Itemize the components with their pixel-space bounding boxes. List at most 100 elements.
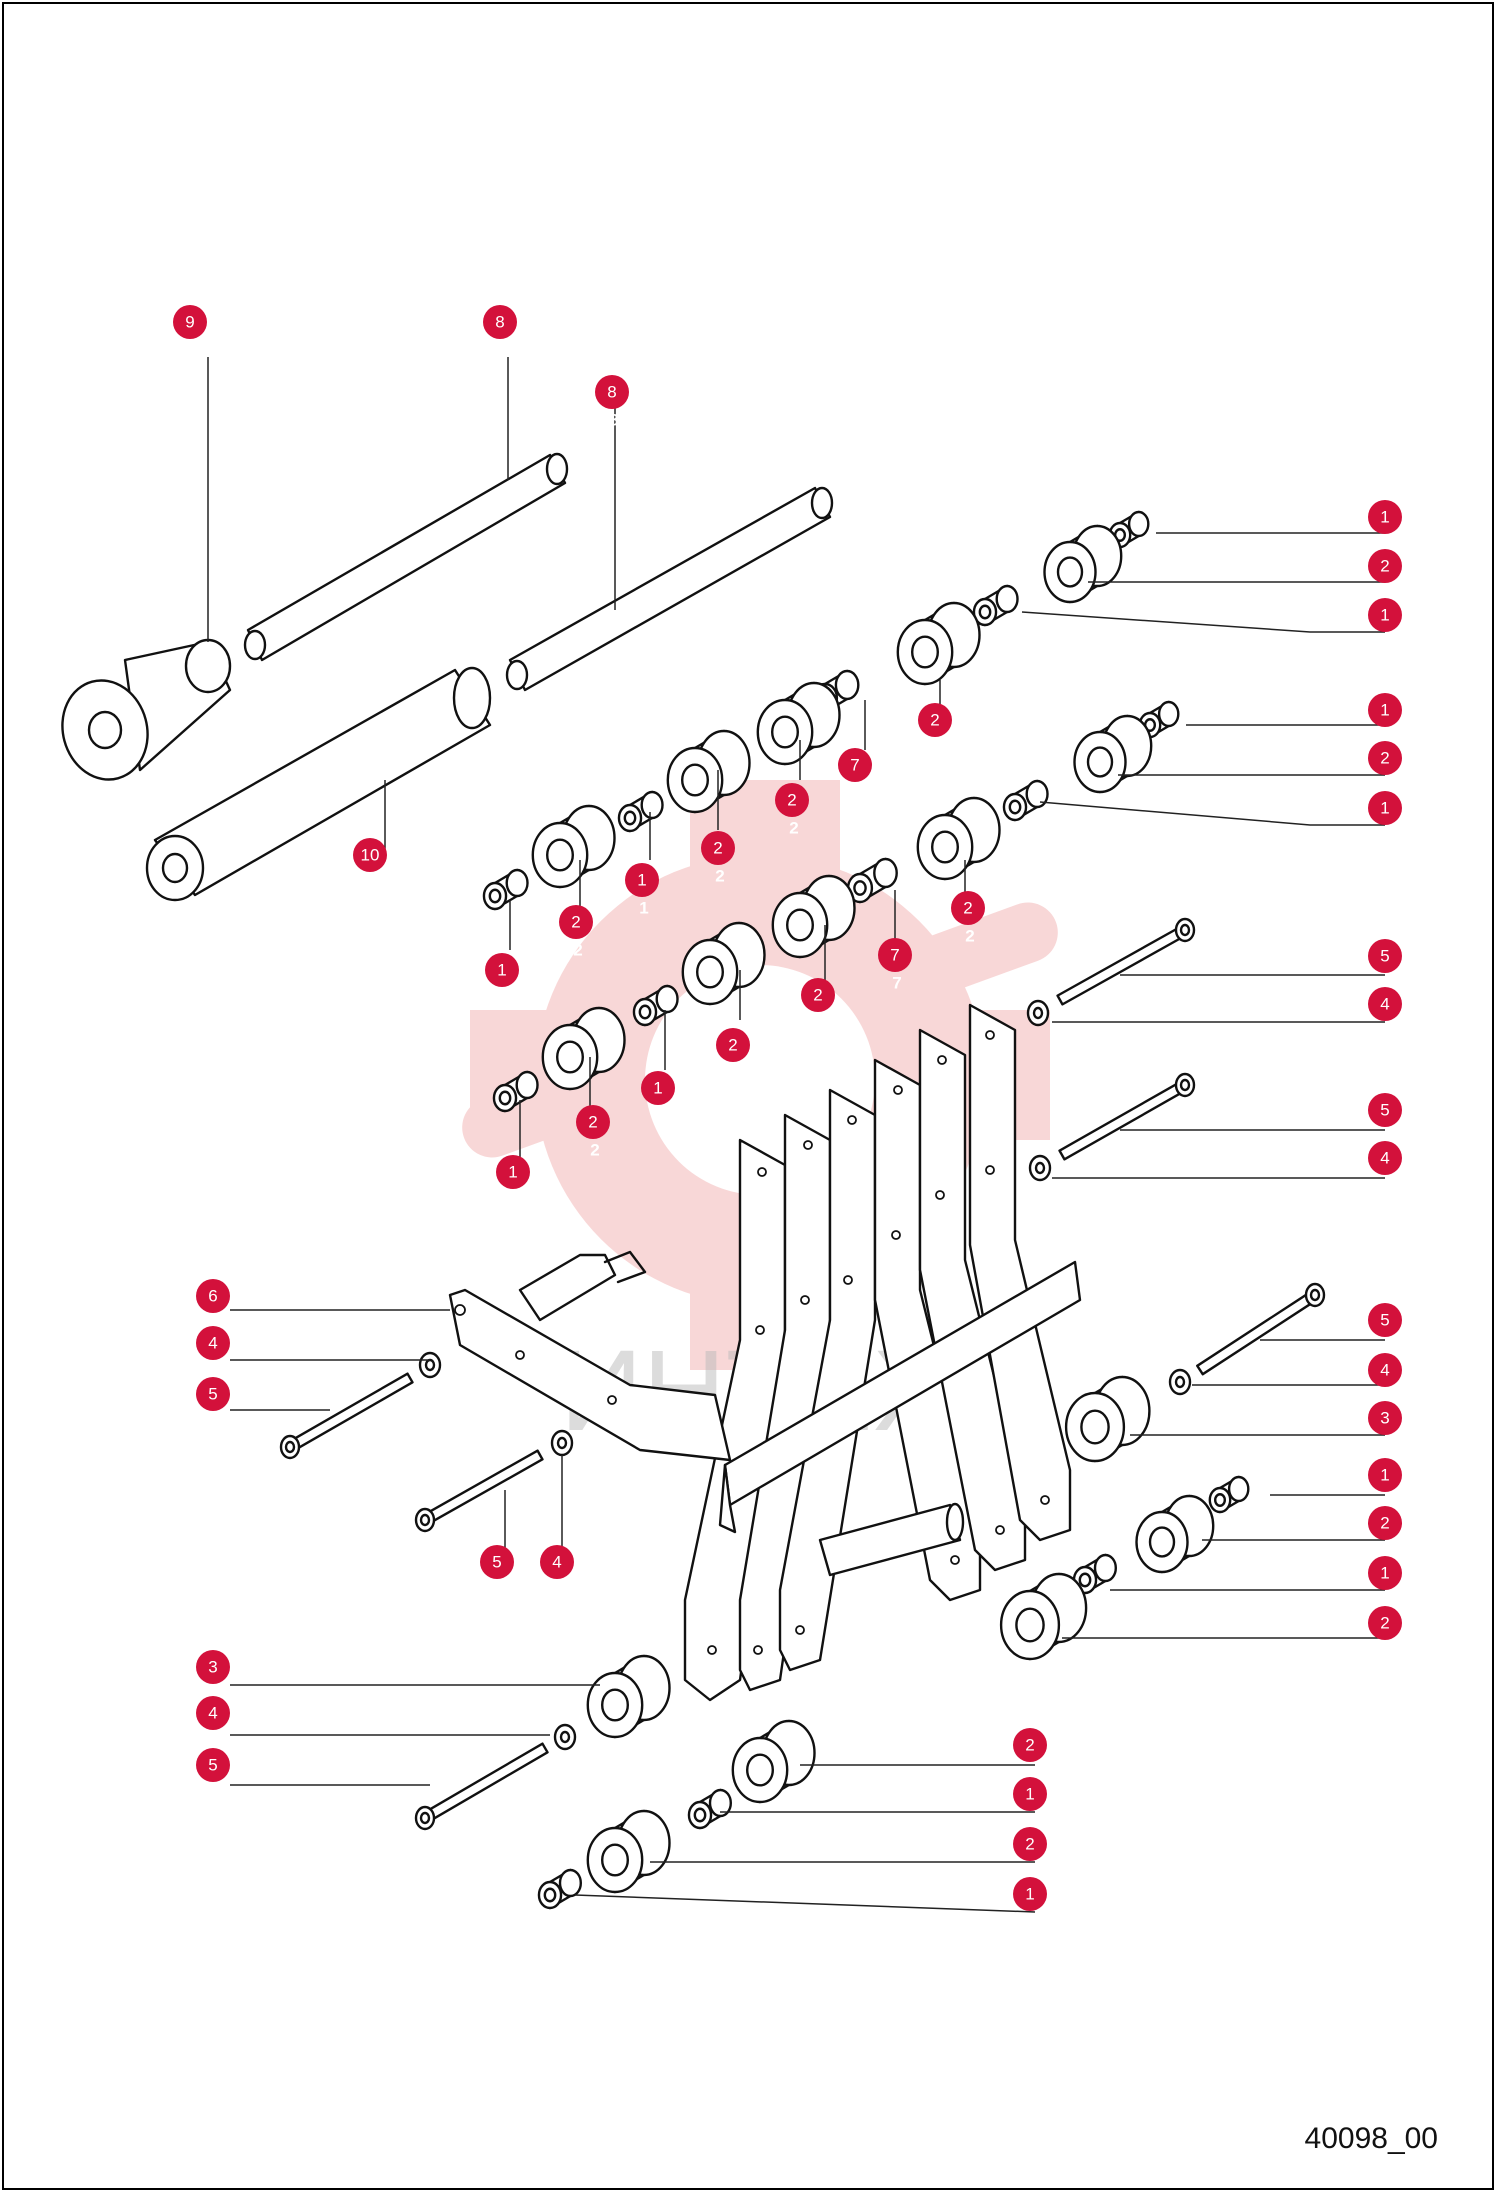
callout-3: 33 [1368, 1401, 1402, 1456]
callout-shadow-number: 1 [1382, 1494, 1391, 1513]
callout-number: 1 [1380, 606, 1389, 625]
callout-number: 1 [1380, 1466, 1389, 1485]
callout-shadow-number: 1 [1382, 1592, 1391, 1611]
callout-number: 1 [637, 871, 646, 890]
callout-number: 2 [1380, 1614, 1389, 1633]
callout-shadow-number: 5 [1382, 1129, 1391, 1148]
bushing [1073, 714, 1153, 794]
washer [1026, 999, 1050, 1027]
callout-1: 11 [485, 953, 519, 1008]
callout-1: 11 [641, 1071, 675, 1126]
callout-2: 22 [801, 978, 835, 1033]
callout-shadow-number: 8 [497, 341, 506, 360]
callout-number: 5 [1380, 1311, 1389, 1330]
callout-shadow-number: 2 [730, 1064, 739, 1083]
callout-number: 1 [1380, 799, 1389, 818]
callout-shadow-number: 4 [210, 1362, 220, 1381]
bushing [1108, 510, 1150, 549]
callout-shadow-number: 2 [573, 941, 582, 960]
callout-shadow-number: 4 [554, 1581, 564, 1600]
callout-number: 2 [1025, 1736, 1034, 1755]
bushing [1043, 524, 1123, 604]
callout-4: 44 [1368, 1141, 1402, 1196]
callout-number: 2 [787, 791, 796, 810]
callout-shadow-number: 1 [655, 1107, 664, 1126]
bushing [531, 804, 616, 889]
callout-shadow-number: 4 [1382, 1023, 1392, 1042]
bushing [666, 729, 751, 814]
bushing [541, 1006, 626, 1091]
bushing [681, 921, 766, 1006]
callout-markers: 9988881010112211227722221122111122112277… [173, 305, 1402, 1932]
callout-number: 5 [208, 1756, 217, 1775]
callout-shadow-number: 5 [210, 1413, 219, 1432]
callout-number: 3 [208, 1658, 217, 1677]
callout-shadow-number: 2 [965, 927, 974, 946]
bushing [1135, 1494, 1215, 1574]
callout-2: 22 [1368, 741, 1402, 796]
callout-shadow-number: 2 [1382, 1642, 1391, 1661]
callout-8: 88 [483, 305, 517, 360]
callout-number: 8 [495, 313, 504, 332]
callout-number: 10 [361, 846, 380, 865]
callout-number: 4 [208, 1334, 217, 1353]
callout-7: 77 [878, 938, 912, 993]
socket-bolt [279, 1372, 414, 1460]
callout-1: 11 [1368, 1458, 1402, 1513]
bushing [492, 1070, 539, 1113]
callout-7: 77 [838, 748, 872, 803]
callout-2: 22 [918, 703, 952, 758]
callout-number: 2 [713, 839, 722, 858]
callout-shadow-number: 1 [1382, 536, 1391, 555]
bushing [537, 1868, 582, 1910]
callout-shadow-number: 10 [363, 874, 382, 893]
callout-shadow-number: 5 [494, 1581, 503, 1600]
washer [550, 1429, 574, 1457]
callout-shadow-number: 1 [510, 1191, 519, 1210]
callout-number: 5 [492, 1553, 501, 1572]
bushing [586, 1654, 671, 1739]
callout-1: 11 [1368, 693, 1402, 748]
callout-2: 22 [1013, 1827, 1047, 1882]
callout-number: 1 [497, 961, 506, 980]
callout-shadow-number: 8 [609, 411, 618, 430]
callout-4: 44 [196, 1326, 230, 1381]
callout-shadow-number: 2 [1382, 1542, 1391, 1561]
callout-number: 2 [1380, 749, 1389, 768]
callout-shadow-number: 1 [639, 899, 648, 918]
callout-4: 44 [196, 1696, 230, 1751]
callout-number: 4 [1380, 995, 1389, 1014]
callout-5: 55 [480, 1545, 514, 1600]
callout-shadow-number: 2 [715, 867, 724, 886]
bushing [1064, 1375, 1151, 1463]
bushing [1138, 700, 1180, 739]
callout-number: 5 [1380, 1101, 1389, 1120]
callout-number: 2 [571, 913, 580, 932]
callout-2: 22 [716, 1028, 750, 1083]
callout-number: 1 [653, 1079, 662, 1098]
callout-4: 44 [1368, 987, 1402, 1042]
callout-shadow-number: 6 [210, 1315, 219, 1334]
bushing [972, 584, 1019, 627]
callout-2: 22 [1368, 1606, 1402, 1661]
callout-shadow-number: 5 [1382, 975, 1391, 994]
bushing [896, 601, 981, 686]
bushing [687, 1788, 732, 1830]
socket-bolt [414, 1449, 544, 1533]
callout-shadow-number: 2 [932, 739, 941, 758]
callout-number: 7 [890, 946, 899, 965]
callout-number: 8 [607, 383, 616, 402]
callout-shadow-number: 1 [499, 989, 508, 1008]
callout-shadow-number: 1 [1027, 1913, 1036, 1932]
callout-shadow-number: 3 [1382, 1437, 1391, 1456]
callout-4: 44 [1368, 1353, 1402, 1408]
callout-shadow-number: 1 [1027, 1813, 1036, 1832]
callout-number: 6 [208, 1287, 217, 1306]
socket-bolt [1056, 917, 1196, 1006]
callout-shadow-number: 2 [1382, 777, 1391, 796]
callout-shadow-number: 9 [187, 341, 196, 360]
callout-number: 2 [1025, 1835, 1034, 1854]
callout-9: 99 [173, 305, 207, 360]
shaft-part-8-upper [243, 452, 569, 662]
